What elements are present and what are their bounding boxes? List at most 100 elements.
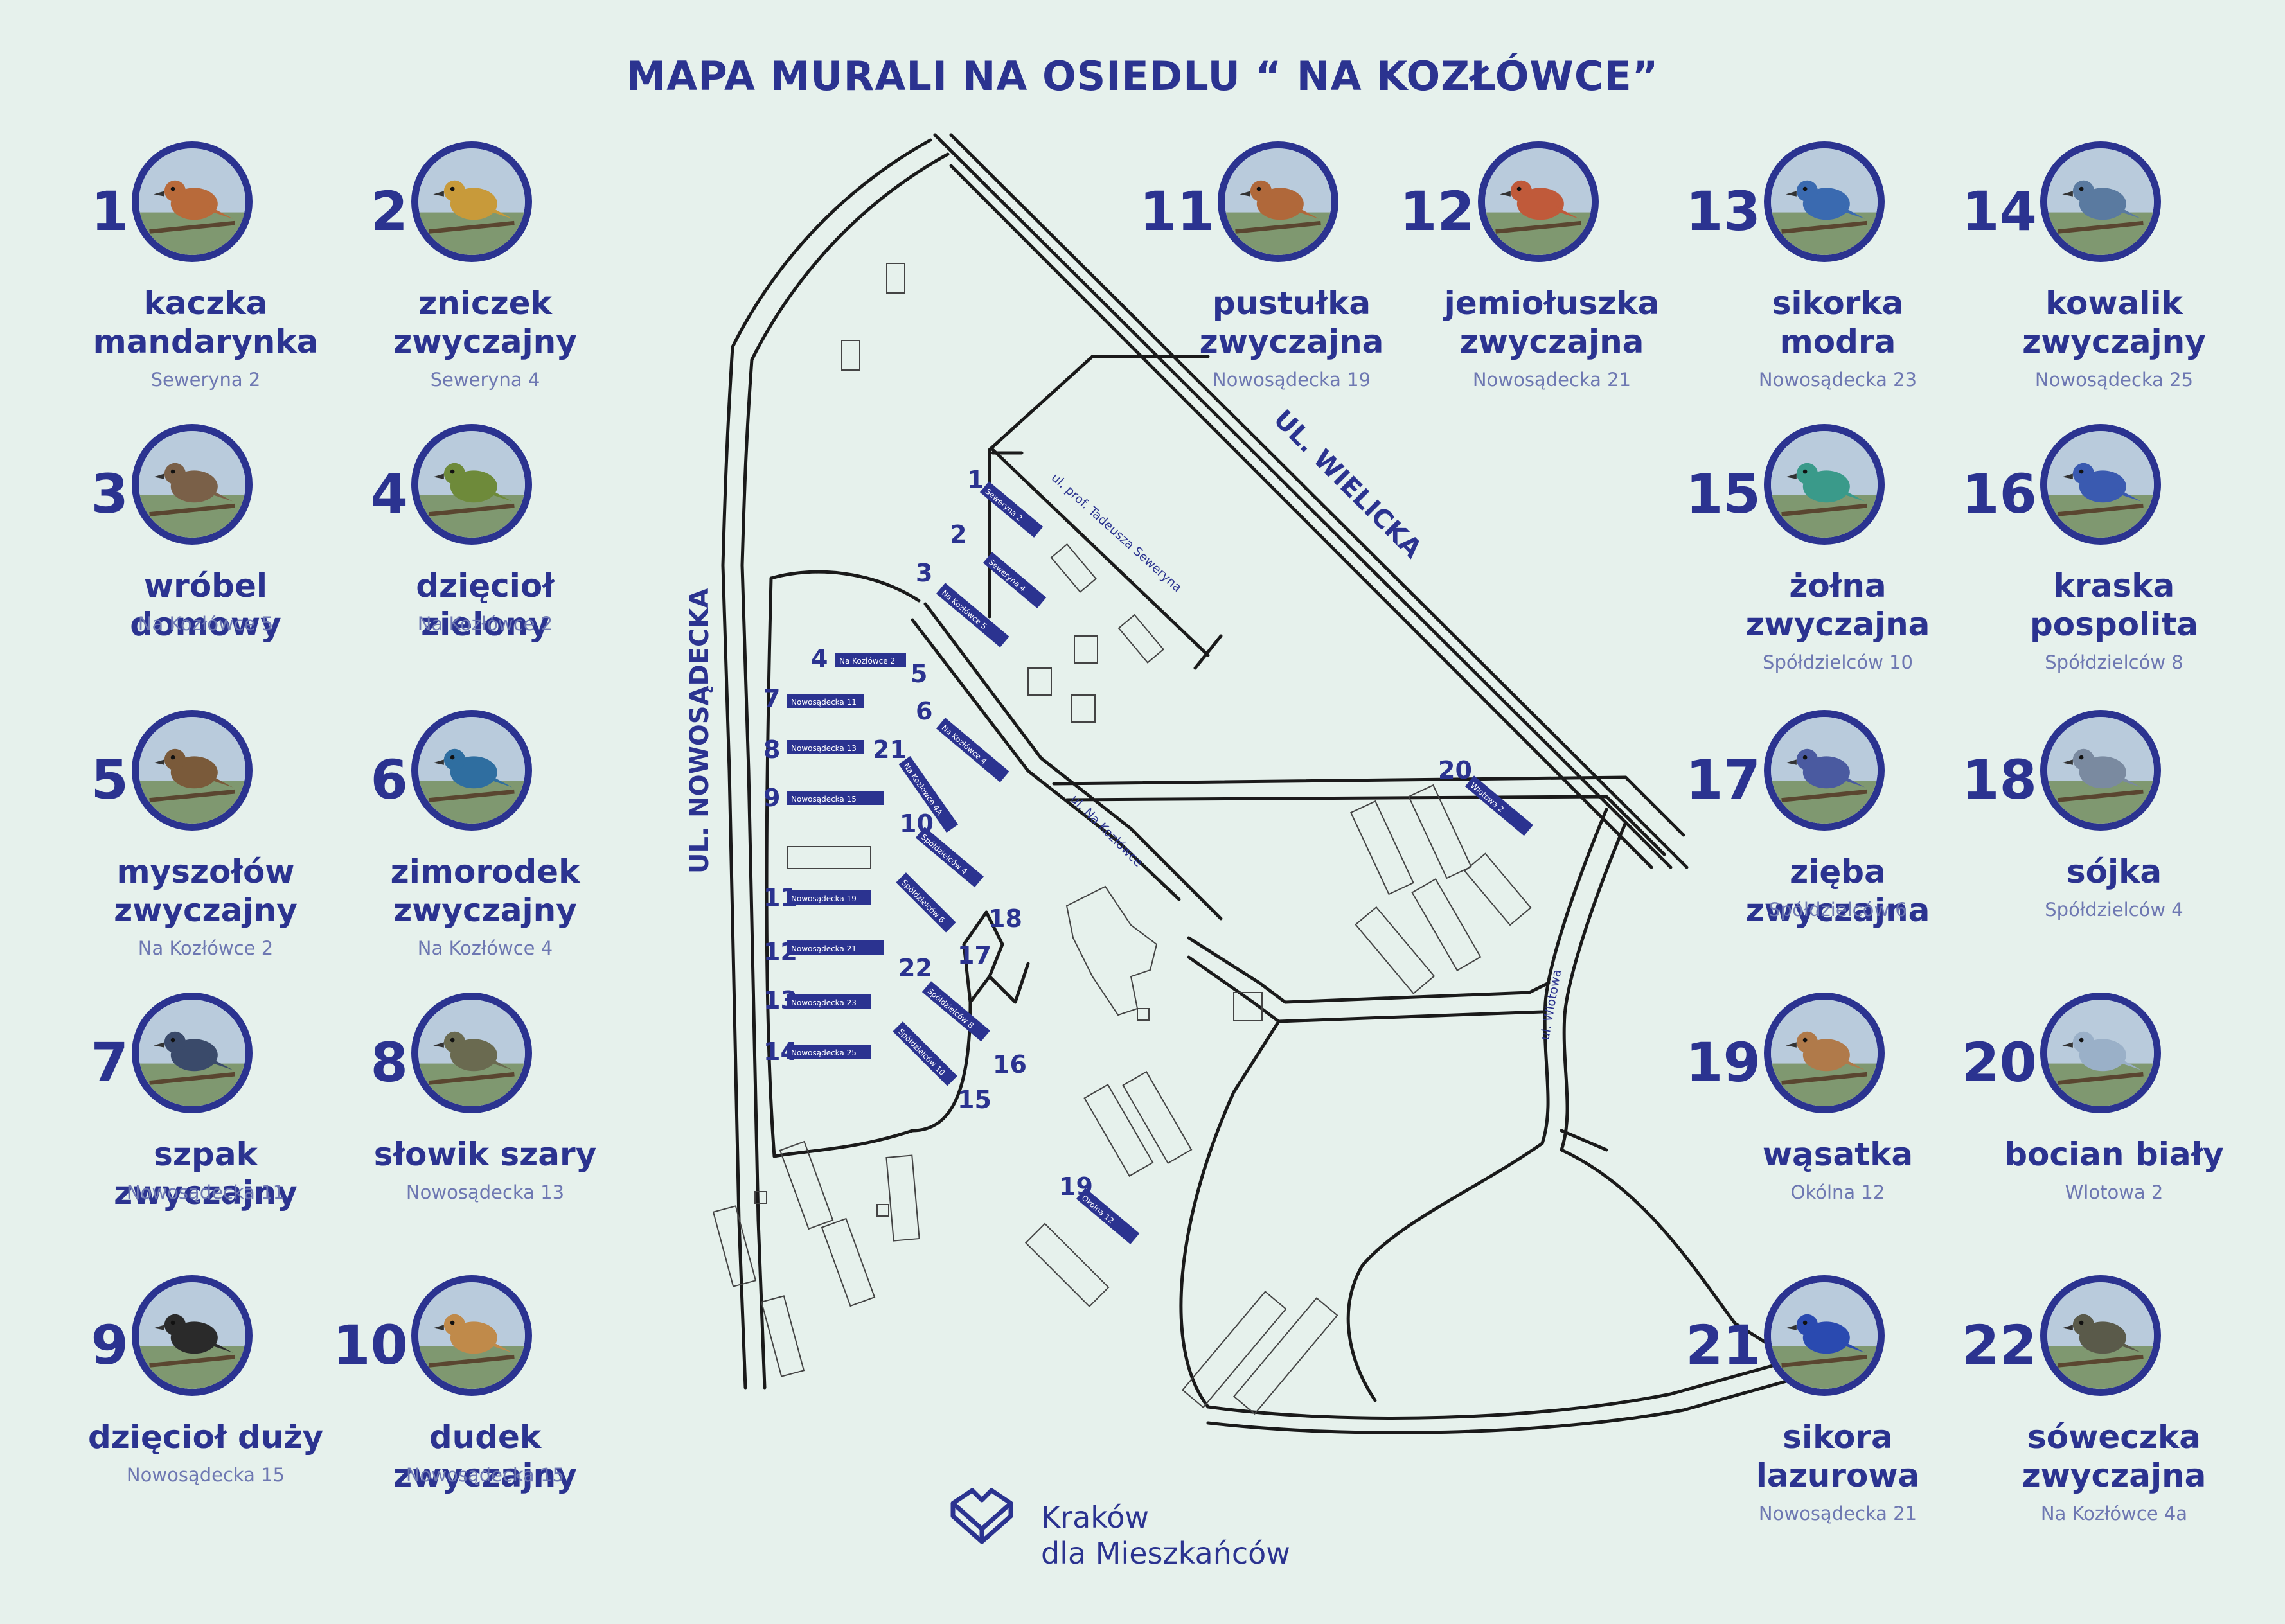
mural-number: 18 (1962, 748, 2037, 811)
street-label-wlotowa: ul. Wlotowa (1538, 968, 1564, 1041)
road-east-outer (1560, 1148, 1788, 1357)
road-seweryna (991, 448, 1210, 657)
building (876, 1204, 889, 1217)
mural-number: 11 (1139, 180, 1214, 243)
mural-address: Na Kozłówce 2 (417, 613, 553, 635)
building (1232, 1297, 1338, 1415)
building (821, 1217, 876, 1307)
mural-photo (1764, 993, 1885, 1113)
mural-number: 9 (91, 1314, 129, 1377)
mural-address: Spółdzielców 8 (2045, 651, 2183, 673)
mural-photo (1478, 141, 1599, 262)
bird-icon (418, 148, 525, 255)
mural-tag-number: 3 (916, 559, 932, 587)
mural-tag-box (835, 653, 906, 667)
mural-tag-box (787, 994, 871, 1009)
bird-icon (139, 1000, 245, 1106)
mural-address: Nowosądecka 21 (1472, 369, 1632, 391)
road-east-link (1560, 1129, 1608, 1152)
bird-icon (139, 1282, 245, 1389)
building (886, 263, 905, 294)
road-west-side (765, 576, 776, 1158)
mural-tag-label: Nowosądecka 11 (791, 698, 857, 707)
road-wielicka-a (933, 133, 1673, 869)
road-seweryna-end (1193, 634, 1223, 670)
building (760, 1295, 805, 1377)
building (1463, 852, 1532, 926)
mural-tag-label: Nowosądecka 21 (791, 944, 857, 953)
building (1083, 1084, 1154, 1177)
mural-photo (411, 141, 532, 262)
mural-address: Spółdzielców 6 (1768, 899, 1907, 921)
bird-icon (1771, 431, 1878, 538)
mural-bird-name: żołna zwyczajna (1745, 567, 1930, 643)
building (1071, 694, 1096, 723)
building (779, 1140, 834, 1230)
mural-number: 22 (1962, 1314, 2037, 1377)
mural-number: 19 (1685, 1031, 1761, 1094)
mural-address: Nowosądecka 15 (126, 1464, 285, 1486)
building (1050, 543, 1097, 593)
building (1074, 635, 1098, 664)
mural-number: 20 (1962, 1031, 2037, 1094)
mural-tag-label: Nowosądecka 25 (791, 1048, 857, 1057)
bird-icon (1485, 148, 1592, 255)
mural-address: Na Kozłówce 4a (2040, 1503, 2188, 1524)
bird-icon (139, 717, 245, 824)
mural-address: Nowosądecka 19 (1212, 369, 1371, 391)
mural-tag-label: Nowosądecka 13 (791, 744, 857, 753)
road-nw-b (740, 152, 950, 567)
bird-icon (1771, 717, 1878, 824)
mural-tag-box (979, 481, 1044, 538)
mural-tag-label: Na Kozłówce 4 (940, 723, 989, 766)
mural-address: Nowosądecka 15 (405, 1464, 565, 1486)
mural-bird-name: wróbel domowy (130, 567, 281, 643)
mural-bird-name: dudek zwyczajny (393, 1418, 577, 1494)
heart-house-icon (950, 1488, 1013, 1544)
mural-photo (1764, 1275, 1885, 1396)
mural-number: 1 (91, 180, 129, 243)
mural-number: 16 (1962, 463, 2037, 525)
mural-tag-number: 18 (988, 905, 1022, 933)
street-label-seweryna: ul. prof. Tadeusza Seweryna (1049, 470, 1185, 595)
mural-bird-name: wąsatka (1762, 1136, 1914, 1173)
building (1407, 784, 1472, 879)
mural-bird-name: myszołów zwyczajny (114, 853, 298, 929)
mural-tag-label: Nowosądecka 23 (791, 998, 857, 1007)
mural-address: Spółdzielców 10 (1763, 651, 1913, 673)
bird-icon (1771, 1282, 1878, 1389)
mural-photo (411, 710, 532, 831)
mural-tag-number: 5 (911, 660, 927, 688)
mural-bird-name: jemiołuszka zwyczajna (1444, 285, 1660, 360)
bird-icon (418, 1282, 525, 1389)
street-label-nowosadecka: UL. NOWOSĄDECKA (685, 588, 715, 874)
road-south-b (1206, 1379, 1788, 1434)
mural-tag-box (787, 1045, 871, 1059)
mural-bird-name: sikorka modra (1772, 285, 1904, 360)
mural-tag-label: Na Kozłówce 5 (940, 588, 989, 631)
building (1349, 800, 1414, 896)
road-kozlowce-b (911, 618, 1181, 901)
mural-photo (132, 710, 253, 831)
mural-bird-name: zimorodek zwyczajny (390, 853, 580, 929)
mural-tag-number: 15 (957, 1086, 991, 1114)
mural-tag: 6Na Kozłówce 4 (916, 697, 1009, 782)
mural-bird-name: kowalik zwyczajny (2022, 285, 2206, 360)
mural-tag-number: 9 (763, 784, 780, 812)
